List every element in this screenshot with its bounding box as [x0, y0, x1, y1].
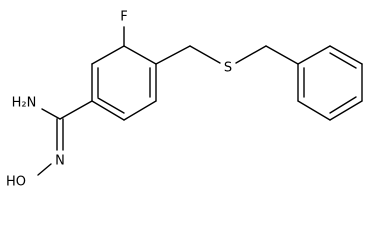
fluorine-atom-label: F — [120, 10, 127, 25]
ring-bond — [297, 100, 331, 121]
ring-bond — [297, 45, 331, 65]
ring-ch2-bond — [155, 45, 191, 65]
sulfur-atom-label: S — [224, 61, 232, 76]
chemical-structure: F S H₂N N HO — [6, 10, 363, 190]
phenyl-ring — [297, 45, 363, 121]
fluoro-benzene-ring — [91, 45, 157, 121]
ch2-phenyl-bond — [265, 45, 299, 65]
n-o-bond — [37, 163, 52, 176]
ch2-s-bond — [189, 45, 221, 64]
ring-bond — [123, 100, 157, 121]
imine-nitrogen-label: N — [55, 154, 65, 169]
ring-double-bond — [329, 52, 357, 69]
ring-bond — [123, 45, 157, 65]
ring-bond — [91, 100, 125, 121]
s-ch2-bond — [235, 45, 267, 64]
ring-bond — [329, 100, 363, 121]
c-nh2-bond — [41, 108, 61, 120]
ring-double-bond — [97, 97, 125, 114]
amine-atom-label: H₂N — [12, 96, 37, 111]
hydroxy-atom-label: HO — [6, 175, 26, 190]
ring-amidine-carbon-bond — [59, 100, 93, 120]
ring-bond — [329, 45, 363, 65]
ring-bond — [91, 45, 125, 65]
ring-double-bond — [329, 96, 357, 114]
